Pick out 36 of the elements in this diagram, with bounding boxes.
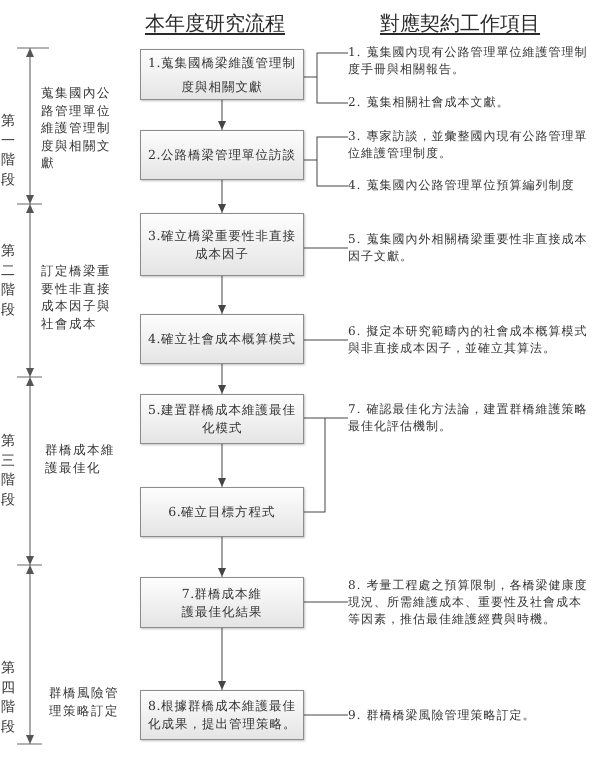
task-item-text: 2. 蒐集相關社會成本文獻。	[348, 94, 592, 111]
process-box: 5.建置群橋成本維護最佳化模式	[140, 394, 304, 444]
phase-description: 群橋風險管理策略訂定	[49, 684, 119, 719]
arrow	[218, 100, 226, 130]
process-box: 1.蒐集國橋梁維護管理制度與相關文獻	[140, 49, 304, 100]
phase-description: 訂定橋梁重要性非直接成本因子與社會成本	[41, 262, 111, 332]
task-item-text: 8. 考量工程處之預算限制，各橋梁健康度現況、所需維護成本、重要性及社會成本等因素，推估最佳維護經費與時機。	[348, 576, 592, 628]
process-box: 4.確立社會成本概算模式	[140, 314, 304, 364]
process-box: 7.群橋成本維護最佳化結果	[140, 577, 304, 628]
process-box: 3.確立橋梁重要性非直接成本因子	[140, 213, 304, 276]
process-box: 6.確立目標方程式	[140, 487, 304, 537]
phase-description: 蒐集國內公路管理單位維護管理制度與相關文獻	[41, 84, 111, 172]
connector-line	[304, 714, 348, 716]
phase-label: 第二階段	[1, 242, 15, 320]
arrow	[218, 276, 226, 314]
connector-line	[304, 418, 348, 512]
process-box: 8.根據群橋成本維護最佳化成果，提出管理策略。	[140, 690, 304, 740]
phase-label: 第一階段	[1, 112, 15, 190]
arrow	[218, 180, 226, 214]
task-item-text: 1. 蒐集國內現有公路管理單位維護管理制度手冊與相關報告。	[348, 44, 592, 78]
column-heading: 本年度研究流程	[145, 11, 285, 35]
process-box: 2.公路橋梁管理單位訪談	[140, 130, 304, 180]
task-item-text: 9. 群橋橋梁風險管理策略訂定。	[348, 706, 592, 724]
column-heading: 對應契約工作項目	[380, 11, 540, 35]
arrow	[218, 628, 226, 690]
phase-description: 群橋成本維護最佳化	[45, 441, 115, 476]
phase-label: 第三階段	[1, 432, 15, 510]
task-item-text: 3. 專家訪談，並彙整國內現有公路管理單位維護管理制度。	[348, 128, 592, 162]
arrow	[218, 536, 226, 578]
task-item-text: 6. 擬定本研究範疇內的社會成本概算模式與非直接成本因子，並確立其算法。	[348, 323, 592, 357]
task-item-text: 7. 確認最佳化方法論，建置群橋維護策略最佳化評估機制。	[348, 401, 592, 435]
arrow	[218, 444, 226, 488]
phase-label: 第四階段	[1, 659, 15, 736]
task-item-text: 4. 蒐集國內公路管理單位預算編列制度	[348, 177, 592, 194]
task-item-text: 5. 蒐集國內外相關橋梁重要性非直接成本因子文獻。	[348, 231, 592, 265]
arrow	[218, 364, 226, 394]
